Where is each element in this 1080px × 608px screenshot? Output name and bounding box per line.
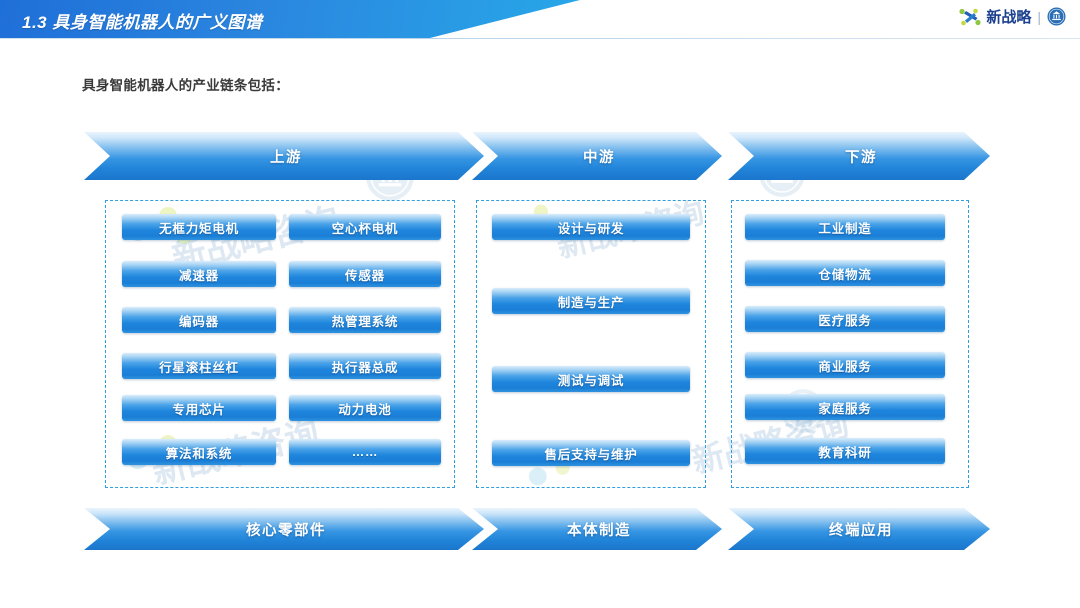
item-downstream-6[interactable]: 教育科研: [745, 438, 945, 464]
panel-downstream: [731, 200, 969, 488]
item-upstream-5[interactable]: 专用芯片: [122, 395, 276, 421]
slide-header: 1.3 具身智能机器人的广义图谱 新战略 |: [0, 0, 1080, 40]
footer-arrow-body-manufacturing[interactable]: 本体制造: [472, 508, 722, 550]
item-label: 动力电池: [338, 402, 392, 417]
item-label: 编码器: [179, 314, 219, 329]
brand-logo: 新战略 |: [959, 6, 1066, 27]
stage-arrow-label: 下游: [845, 149, 877, 166]
item-upstream-12[interactable]: ……: [289, 439, 441, 465]
brand-name: 新战略: [986, 8, 1032, 26]
item-midstream-4[interactable]: 售后支持与维护: [492, 440, 690, 466]
item-downstream-3[interactable]: 医疗服务: [745, 306, 945, 332]
item-label: 算法和系统: [165, 446, 233, 461]
page-title: 1.3 具身智能机器人的广义图谱: [22, 13, 263, 32]
stage-arrow-upstream[interactable]: 上游: [84, 132, 484, 180]
footer-arrow-label: 核心零部件: [246, 522, 326, 539]
item-midstream-3[interactable]: 测试与调试: [492, 366, 690, 392]
item-label: 测试与调试: [557, 373, 625, 388]
stage-arrow-label: 中游: [583, 149, 615, 166]
item-upstream-7[interactable]: 空心杯电机: [289, 214, 441, 240]
circular-seal-icon: [1047, 7, 1066, 26]
item-midstream-2[interactable]: 制造与生产: [492, 288, 690, 314]
item-upstream-4[interactable]: 行星滚柱丝杠: [122, 353, 276, 379]
item-upstream-1[interactable]: 无框力矩电机: [122, 214, 276, 240]
item-upstream-9[interactable]: 热管理系统: [289, 307, 441, 333]
item-downstream-1[interactable]: 工业制造: [745, 214, 945, 240]
item-downstream-5[interactable]: 家庭服务: [745, 394, 945, 420]
item-midstream-1[interactable]: 设计与研发: [492, 214, 690, 240]
item-upstream-8[interactable]: 传感器: [289, 261, 441, 287]
item-label: 家庭服务: [818, 401, 872, 416]
item-label: 空心杯电机: [331, 221, 399, 236]
item-upstream-10[interactable]: 执行器总成: [289, 353, 441, 379]
item-label: 医疗服务: [818, 313, 872, 328]
item-label: 售后支持与维护: [544, 447, 638, 462]
item-label: 行星滚柱丝杠: [159, 360, 239, 375]
item-label: 制造与生产: [557, 295, 625, 310]
item-label: 工业制造: [818, 221, 872, 236]
footer-arrow-label: 本体制造: [567, 522, 631, 539]
item-upstream-2[interactable]: 减速器: [122, 261, 276, 287]
brand-separator: |: [1037, 8, 1041, 25]
item-label: 专用芯片: [172, 402, 226, 417]
stage-arrow-label: 上游: [270, 149, 302, 166]
stage-arrow-downstream[interactable]: 下游: [728, 132, 990, 180]
dna-link-logo-icon: [959, 8, 981, 25]
footer-arrow-terminal-application[interactable]: 终端应用: [728, 508, 990, 550]
footer-arrow-core-components[interactable]: 核心零部件: [84, 508, 484, 550]
item-downstream-2[interactable]: 仓储物流: [745, 260, 945, 286]
item-label: 设计与研发: [557, 221, 625, 236]
header-divider-line: [0, 38, 1080, 39]
item-downstream-4[interactable]: 商业服务: [745, 352, 945, 378]
stage-arrow-midstream[interactable]: 中游: [472, 132, 722, 180]
item-label: 热管理系统: [331, 314, 399, 329]
panel-midstream: [476, 200, 706, 488]
item-label: ……: [351, 445, 379, 459]
item-label: 执行器总成: [331, 360, 399, 375]
item-upstream-6[interactable]: 算法和系统: [122, 439, 276, 465]
item-label: 传感器: [345, 268, 385, 283]
footer-arrow-label: 终端应用: [829, 522, 893, 539]
item-label: 减速器: [179, 268, 219, 283]
item-upstream-11[interactable]: 动力电池: [289, 395, 441, 421]
intro-text: 具身智能机器人的产业链条包括：: [82, 78, 289, 93]
item-upstream-3[interactable]: 编码器: [122, 307, 276, 333]
item-label: 仓储物流: [818, 267, 872, 282]
panel-upstream: [105, 200, 455, 488]
item-label: 教育科研: [818, 445, 872, 460]
item-label: 商业服务: [818, 359, 872, 374]
item-label: 无框力矩电机: [159, 221, 239, 236]
